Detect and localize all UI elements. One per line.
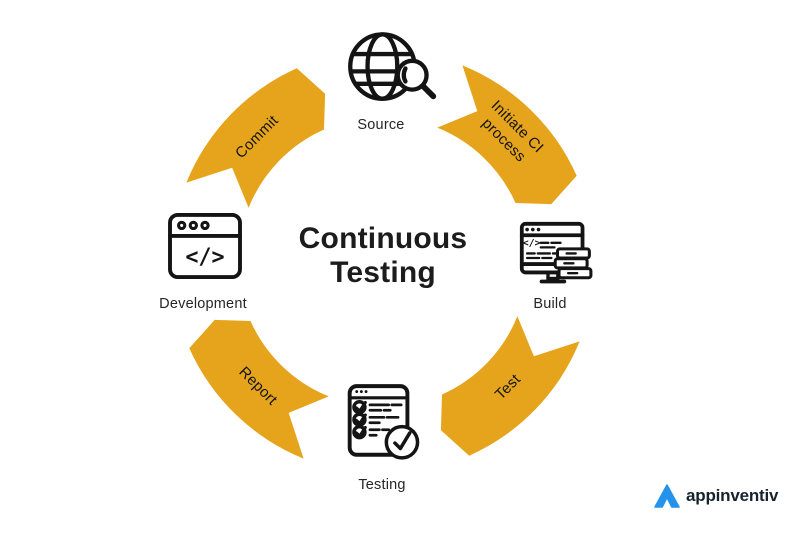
appinventiv-logo-text: appinventiv bbox=[686, 486, 779, 505]
appinventiv-logo: appinventiv bbox=[654, 484, 778, 508]
diagram-title: Continuous Testing bbox=[299, 222, 468, 290]
node-label-build: Build bbox=[533, 296, 567, 312]
build-monitor-stack-icon: </> bbox=[519, 221, 593, 284]
code-glyph: </> bbox=[523, 238, 541, 249]
node-label-development: Development bbox=[159, 296, 247, 312]
globe-search-icon bbox=[348, 32, 437, 101]
code-glyph: </> bbox=[185, 245, 224, 270]
title-line-1: Continuous bbox=[298, 222, 468, 256]
arrow-commit bbox=[186, 68, 326, 208]
code-window-icon: </> bbox=[168, 212, 242, 280]
node-label-testing: Testing bbox=[358, 477, 406, 493]
checklist-check-icon bbox=[347, 384, 420, 460]
appinventiv-triangle-icon bbox=[654, 484, 680, 508]
title-line-2: Testing bbox=[330, 256, 436, 289]
node-label-source: Source bbox=[357, 117, 405, 133]
